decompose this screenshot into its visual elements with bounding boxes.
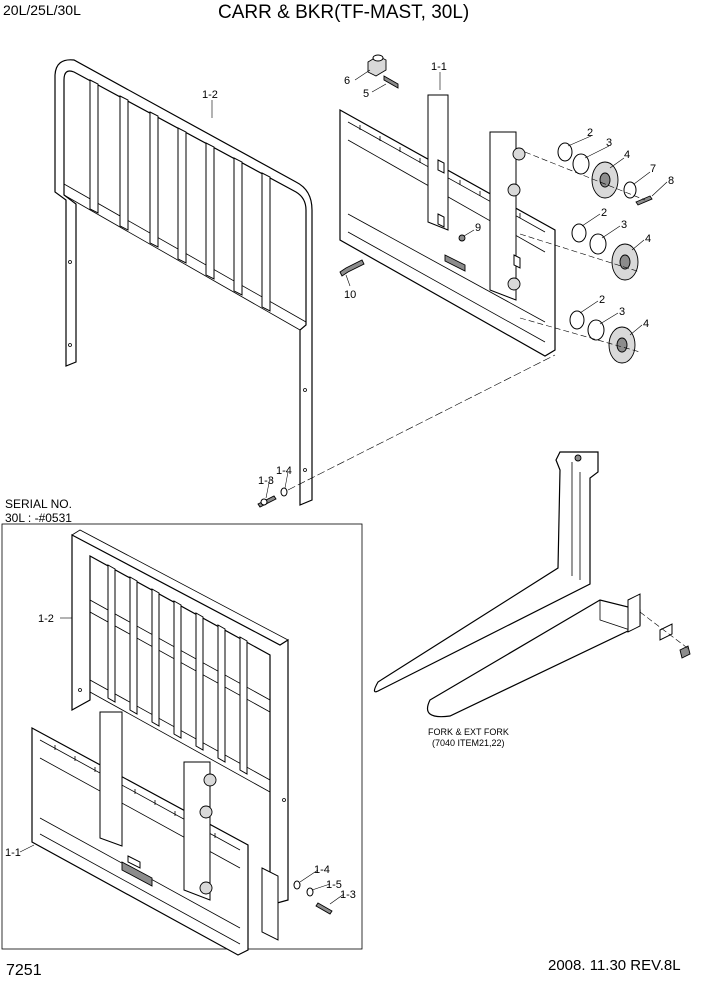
serial-label: SERIAL NO. (5, 497, 72, 511)
hardware-top (339, 54, 475, 287)
load-backrest-inset (60, 529, 289, 906)
callout-1-1: 1-1 (431, 61, 447, 73)
callout-1-4-top: 1-4 (276, 465, 292, 477)
callout-3c: 3 (619, 306, 625, 318)
callout-4c: 4 (643, 318, 649, 330)
carriage-inset (19, 711, 279, 956)
fork-note-ref: (7040 ITEM21,22) (432, 738, 505, 748)
backrest-bars (89, 79, 271, 312)
callout-1-5-inset: 1-5 (326, 879, 342, 891)
fork-assembly (373, 451, 691, 718)
page-number: 7251 (6, 962, 42, 979)
callout-8: 8 (668, 175, 674, 187)
callout-labels: 1-2 1-1 6 5 2 3 4 7 8 2 3 4 9 10 2 3 4 1… (5, 61, 674, 901)
serial-box (1, 523, 363, 950)
bolt-washer-inset (293, 869, 345, 915)
callout-2a: 2 (587, 127, 593, 139)
callout-1-3-top: 1-3 (258, 475, 274, 487)
callout-2c: 2 (599, 294, 605, 306)
callout-3a: 3 (606, 137, 612, 149)
callout-1-3-inset: 1-3 (340, 889, 356, 901)
callout-5: 5 (363, 88, 369, 100)
callout-1-2-inset: 1-2 (38, 613, 54, 625)
callout-10: 10 (344, 289, 356, 301)
fork-note-title: FORK & EXT FORK (428, 727, 509, 737)
serial-range: 30L : -#0531 (5, 511, 72, 525)
callout-7: 7 (650, 163, 656, 175)
carriage-top (339, 72, 556, 357)
callout-6: 6 (344, 75, 350, 87)
model-label: 20L/25L/30L (3, 2, 81, 18)
callout-2b: 2 (601, 207, 607, 219)
callout-3b: 3 (621, 219, 627, 231)
revision-label: 2008. 11.30 REV.8L (548, 957, 681, 974)
callout-1-2: 1-2 (202, 89, 218, 101)
roller-set (519, 135, 668, 364)
load-backrest-top (54, 59, 313, 506)
callout-1-4-inset: 1-4 (314, 864, 330, 876)
callout-4a: 4 (624, 149, 630, 161)
bolt-washer-top (257, 354, 556, 508)
callout-4b: 4 (645, 233, 651, 245)
page-title: CARR & BKR(TF-MAST, 30L) (218, 2, 470, 23)
callout-1-1-inset: 1-1 (5, 847, 21, 859)
callout-9: 9 (475, 222, 481, 234)
